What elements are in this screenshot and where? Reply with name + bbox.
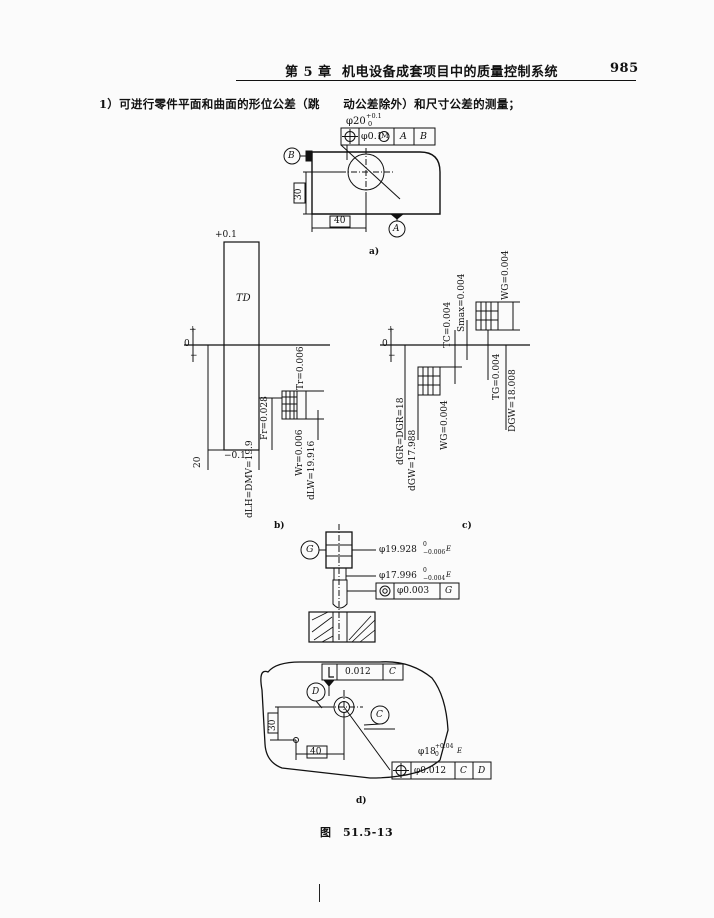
fig-d-d-label: D [312,687,320,697]
fig-d-dia-upper-mod: E [446,545,452,553]
fig-a-tol-upper: +0.1 [366,112,382,120]
fig-c-dgw-small-label: dGW=17.988 [408,429,418,491]
figure-a-drawing [283,127,441,238]
fig-c-dgw-label: DGW=18.008 [508,369,518,432]
fig-c-zero: 0 [382,339,388,349]
figure-c-drawing [380,301,530,440]
fig-a-caption: a) [369,247,380,257]
fig-a-frame-value: φ0.1 [361,131,383,142]
intro-paragraph: 1）可进行零件平面和曲面的形位公差（跳 动公差除外）和尺寸公差的测量； [99,97,521,111]
fig-c-minus: − [388,351,396,361]
fig-b-bottom-label: −0.1 [224,451,246,461]
figure-d-drawing [260,524,492,780]
figure-caption: 图 51.5-13 [320,826,394,839]
fig-b-minus: − [190,351,198,361]
fig-d-hole-mod: E [457,747,463,755]
fig-c-plus: + [387,325,395,335]
fig-d-c-label: C [376,710,383,720]
chapter-title: 机电设备成套项目中的质量控制系统 [342,65,559,80]
fig-c-wg-bottom-label: WG=0.004 [440,400,450,450]
fig-d-perp-value: 0.012 [345,667,371,677]
fig-d-concentricity-value: φ0.003 [397,586,430,596]
fig-d-dia-lower-tol-upper: 0 [423,567,427,574]
fig-d-hole-tol-lower: 0 [435,751,439,758]
fig-d-g-label: G [306,544,314,555]
fig-d-position-value: φ0.012 [414,766,447,776]
fig-d-dim-horizontal: 40 [310,747,322,757]
fig-b-twenty: 20 [193,456,203,468]
fig-c-tg-label: TG=0.004 [492,353,502,401]
fig-a-datum-b-label: B [288,151,295,161]
fig-a-frame-datum-a: A [400,131,407,142]
fig-a-dim-vertical: 30 [294,188,304,200]
fig-d-perp-datum: C [389,667,396,677]
fig-b-zero: 0 [184,339,190,349]
fig-d-dia-upper: φ19.928 [379,545,417,555]
fig-c-caption: c) [462,521,472,531]
fig-b-plus: + [189,325,197,335]
page-number: 985 [610,61,639,76]
fig-b-dlw-label: dLW=19.916 [307,440,317,500]
fig-d-hole-tol-upper: +0.04 [435,743,454,750]
fig-a-frame-datum-b: B [420,131,427,142]
fig-d-dim-vertical: 30 [268,719,278,731]
fig-c-tc-label: TC=0.004 [443,301,453,348]
fig-b-wr-label: Wr=0.006 [295,429,305,476]
page-margin-mark [319,884,320,902]
fig-b-top-label: +0.1 [215,230,237,240]
header-rule [236,80,636,81]
fig-d-dia-lower-tol-lower: −0.004 [423,575,446,582]
fig-d-position-datum-d: D [478,766,486,776]
fig-a-tol-lower: 0 [368,120,373,128]
fig-a-datum-a-label: A [393,224,400,234]
fig-d-dia-lower-mod: E [446,571,452,579]
fig-b-dlh-label: dLH=DMV=19.9 [245,440,255,518]
chapter-label: 第 5 章 [285,65,332,80]
fig-d-concentricity-datum: G [445,586,453,596]
fig-a-diameter: φ20 [346,116,366,127]
fig-d-dia-upper-tol-upper: 0 [423,541,427,548]
fig-d-dia-upper-tol-lower: −0.006 [423,549,446,556]
fig-b-td-label: TD [236,293,251,304]
fig-c-wg-top-label: WG=0.004 [501,250,511,300]
fig-c-smax-label: Smax=0.004 [457,273,467,332]
fig-d-position-datum-c: C [460,766,467,776]
fig-d-caption: d) [356,796,367,806]
figure-b-drawing [184,241,330,470]
fig-d-dia-lower: φ17.996 [379,571,417,581]
fig-d-hole-dia: φ18 [418,747,436,757]
fig-b-caption: b) [274,521,285,531]
fig-a-dim-horizontal: 40 [334,216,346,226]
fig-b-tr-label: Tr=0.006 [296,346,306,390]
fig-c-dgr-label: dGR=DGR=18 [396,397,406,465]
fig-b-fr-label: Fr=0.028 [260,396,270,440]
fig-a-frame-modifier: M [381,131,389,140]
